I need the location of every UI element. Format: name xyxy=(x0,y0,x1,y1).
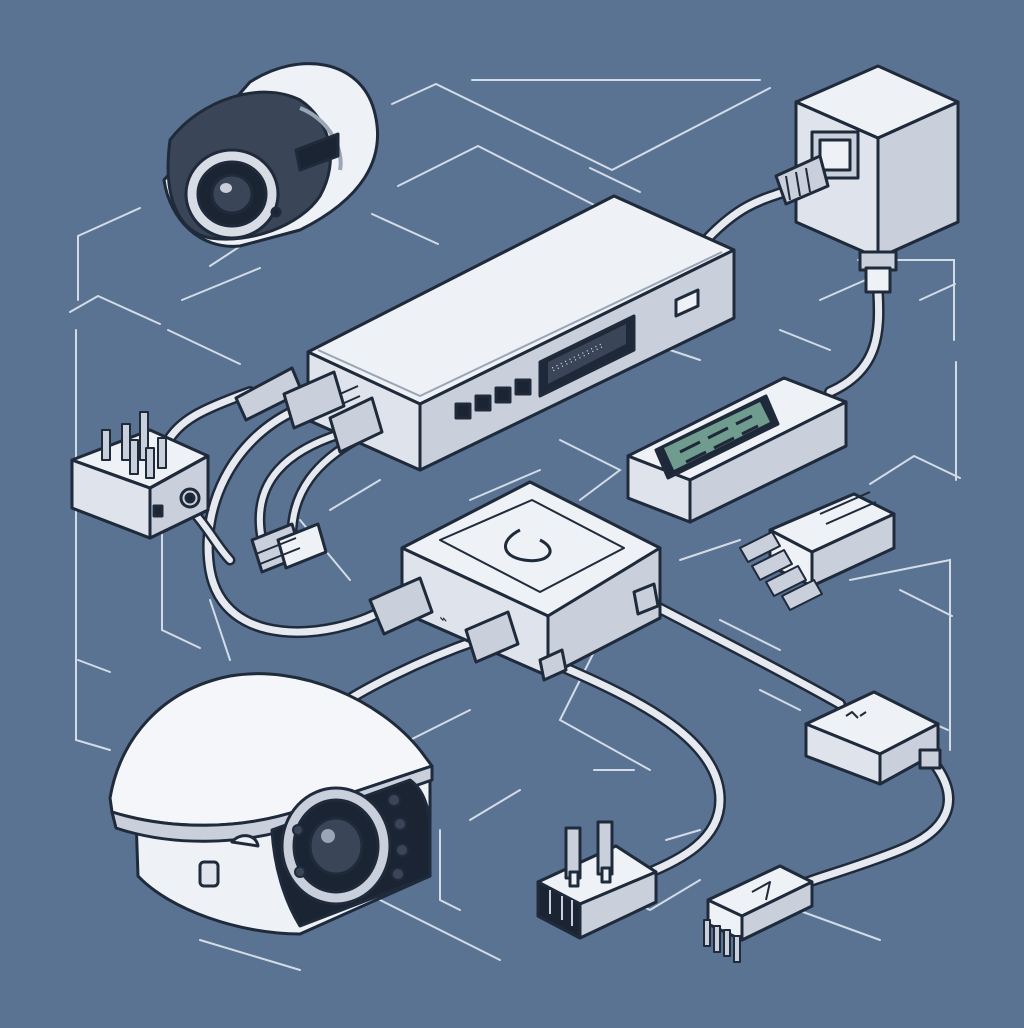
ethernet-plug-icon[interactable] xyxy=(703,864,814,963)
switch-port xyxy=(494,386,512,404)
switch-port xyxy=(514,378,532,396)
poe-injector-icon[interactable]: ⌁ xyxy=(368,480,662,682)
terminal-block-icon[interactable] xyxy=(70,411,210,540)
ir-leds xyxy=(292,793,409,881)
switch-port xyxy=(454,402,472,420)
junction-box-icon[interactable] xyxy=(804,690,942,786)
cables xyxy=(160,184,955,888)
network-switch-icon[interactable]: :::::::::::: xyxy=(234,194,736,472)
terminal-pins xyxy=(101,411,167,479)
outdoor-camera-icon[interactable] xyxy=(108,672,434,936)
guide-lines xyxy=(69,79,961,971)
switch-port xyxy=(474,394,492,412)
lcd-module-icon[interactable] xyxy=(626,376,848,524)
rj45-connector-icon[interactable] xyxy=(739,491,896,611)
power-adapter-icon[interactable] xyxy=(774,64,960,294)
dc-splitter-icon[interactable] xyxy=(536,820,658,940)
switch-ports xyxy=(454,378,532,420)
network-plug-icon[interactable] xyxy=(250,522,328,574)
bullet-camera-icon[interactable] xyxy=(162,62,380,248)
